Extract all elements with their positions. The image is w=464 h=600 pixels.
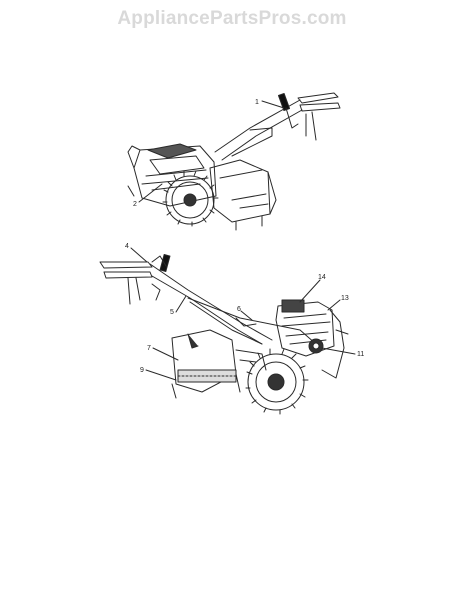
tine-hood-top	[209, 159, 271, 223]
fuel-tank	[281, 299, 305, 313]
tiller-bottom-view: 4 5 6 7 9 11 13 14	[99, 243, 364, 415]
wheel-bottom	[247, 353, 305, 411]
wheel-top	[165, 175, 215, 225]
watermark-text: AppliancePartsPros.com	[117, 8, 347, 29]
tiller-top-view: 1 2	[127, 92, 341, 231]
callout-4: 4	[125, 243, 129, 250]
handlebar-lower	[299, 102, 341, 112]
tine-hood-bottom	[171, 329, 237, 393]
handle-grip-bottom	[159, 253, 171, 273]
callout-6: 6	[237, 306, 241, 313]
callout-1: 1	[255, 99, 259, 106]
callout-2: 2	[133, 201, 137, 208]
callout-5: 5	[170, 309, 174, 316]
callout-9: 9	[140, 367, 144, 374]
handlebar-left-lower	[103, 271, 153, 279]
callout-13: 13	[341, 295, 349, 302]
callout-11: 11	[357, 351, 364, 358]
handlebar-upper	[297, 92, 339, 104]
callout-14: 14	[318, 274, 326, 281]
handlebar-left-upper	[99, 261, 153, 269]
callout-7: 7	[147, 345, 151, 352]
